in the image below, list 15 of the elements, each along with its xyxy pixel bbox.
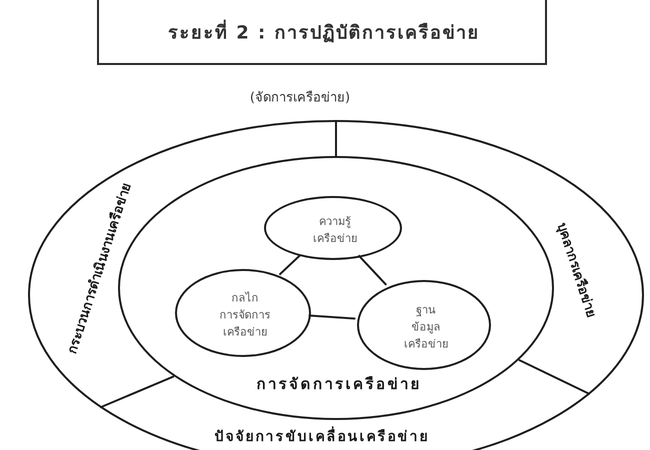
connector-line bbox=[358, 254, 388, 286]
title-box bbox=[97, 0, 547, 65]
outer-ring bbox=[28, 120, 644, 450]
topic-circle bbox=[264, 196, 402, 260]
circle-label: ความรู้เครือข่าย bbox=[312, 214, 358, 247]
title-text: ระยะที่ 2 : การปฏิบัติการเครือข่าย bbox=[168, 18, 480, 46]
connector-line bbox=[278, 254, 302, 276]
topic-circle bbox=[357, 280, 491, 370]
circle-label: ฐานข้อมูลเครือข่าย bbox=[403, 302, 449, 352]
topic-circle bbox=[175, 269, 311, 357]
heading-label: (จัดการเครือข่าย) bbox=[250, 90, 350, 108]
connector-line bbox=[308, 314, 356, 320]
ring-label: ปัจจัยการขับเคลื่อนเครือข่าย bbox=[214, 425, 430, 447]
band-label: การจัดการเครือข่าย bbox=[256, 374, 422, 395]
circle-label: กลไกการจัดการเครือข่าย bbox=[218, 290, 272, 340]
